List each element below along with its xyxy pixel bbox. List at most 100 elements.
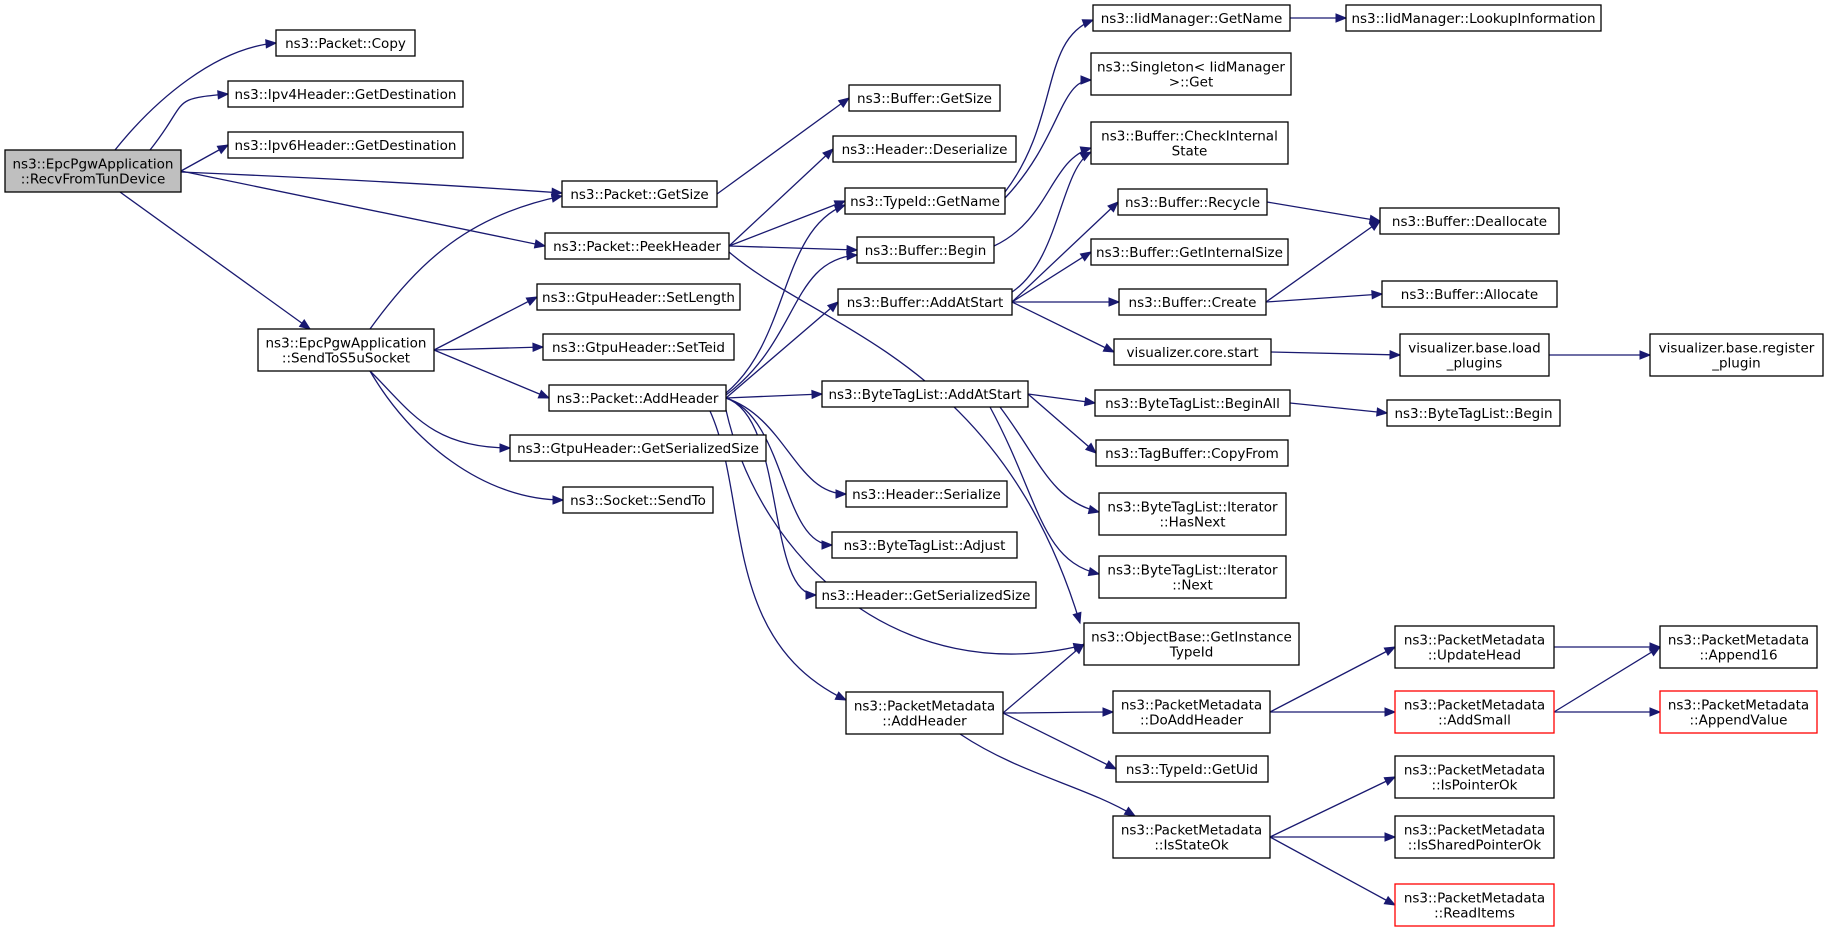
node-label: ::Append16 (1699, 648, 1777, 664)
node-tidname[interactable]: ns3::TypeId::GetName (844, 187, 1006, 215)
node-vizload[interactable]: visualizer.base.load_plugins (1399, 333, 1550, 377)
node-setteid[interactable]: ns3::GtpuHeader::SetTeid (542, 333, 735, 361)
node-box (856, 236, 995, 264)
edge-recv-to-copy (114, 39, 278, 151)
node-box (1379, 207, 1560, 235)
edge-line (725, 254, 858, 396)
edge-line (1011, 251, 1092, 303)
node-pmisshared[interactable]: ns3::PacketMetadata::IsSharedPointerOk (1394, 815, 1555, 859)
node-box (832, 135, 1017, 163)
edge-line (725, 397, 847, 495)
node-tidgetuid[interactable]: ns3::TypeId::GetUid (1115, 755, 1269, 783)
edge-line (1269, 776, 1396, 838)
node-box (509, 434, 767, 462)
edge-line (1011, 301, 1115, 353)
edge-line (728, 200, 846, 247)
node-hdrsersize[interactable]: ns3::Header::GetSerializedSize (815, 581, 1037, 609)
arrow-head (1383, 646, 1397, 657)
node-pmappend16[interactable]: ns3::PacketMetadata::Append16 (1659, 625, 1818, 669)
arrow-head (1072, 643, 1086, 655)
node-box (1092, 4, 1291, 32)
node-pmdoadd[interactable]: ns3::PacketMetadata::DoAddHeader (1112, 690, 1271, 734)
node-hdrdeser[interactable]: ns3::Header::Deserialize (832, 135, 1017, 163)
node-iidlookup[interactable]: ns3::IidManager::LookupInformation (1345, 4, 1602, 32)
node-peek[interactable]: ns3::Packet::PeekHeader (544, 232, 730, 260)
node-label: TypeId (1169, 645, 1214, 661)
node-setlen[interactable]: ns3::GtpuHeader::SetLength (536, 283, 741, 311)
arrow-head (837, 97, 851, 109)
node-btlhasnext[interactable]: ns3::ByteTagList::Iterator::HasNext (1098, 492, 1287, 536)
node-bufalloc[interactable]: ns3::Buffer::Allocate (1381, 280, 1558, 308)
edge-sends5u-to-sendto (369, 370, 565, 505)
node-copy[interactable]: ns3::Packet::Copy (275, 29, 416, 57)
node-pmisstate[interactable]: ns3::PacketMetadata::IsStateOk (1112, 815, 1271, 859)
node-btlbegin[interactable]: ns3::ByteTagList::Begin (1386, 399, 1561, 427)
node-btlnext[interactable]: ns3::ByteTagList::Iterator::Next (1098, 555, 1287, 599)
arrow-head (1383, 895, 1397, 906)
node-iidgetname[interactable]: ns3::IidManager::GetName (1092, 4, 1291, 32)
edge-line (1027, 393, 1097, 454)
node-box (1394, 755, 1555, 799)
node-pmaddsmall[interactable]: ns3::PacketMetadata::AddSmall (1394, 690, 1555, 734)
node-label: >::Get (1169, 75, 1213, 91)
node-recv[interactable]: ns3::EpcPgwApplication::RecvFromTunDevic… (4, 149, 182, 193)
node-bufrecycle[interactable]: ns3::Buffer::Recycle (1117, 188, 1268, 216)
edge-line (1265, 293, 1383, 303)
node-pmupdhead[interactable]: ns3::PacketMetadata::UpdateHead (1394, 625, 1555, 669)
node-label: ns3::IidManager::GetName (1101, 11, 1283, 27)
edge-line (369, 195, 563, 330)
node-btlbeginall[interactable]: ns3::ByteTagList::BeginAll (1094, 389, 1291, 417)
edge-bufaddstart-to-bufcreate (1012, 297, 1121, 307)
node-bufdealloc[interactable]: ns3::Buffer::Deallocate (1379, 207, 1560, 235)
edge-pmaddhdr-to-obgetinst (1002, 643, 1086, 714)
node-box (815, 581, 1037, 609)
edge-line (180, 171, 563, 194)
node-vizstart[interactable]: visualizer.core.start (1113, 338, 1272, 366)
node-label: visualizer.base.load (1408, 341, 1540, 357)
node-pmaddhdr[interactable]: ns3::PacketMetadata::AddHeader (845, 691, 1004, 735)
node-bufbegin[interactable]: ns3::Buffer::Begin (856, 236, 995, 264)
arrow-head (1079, 251, 1093, 262)
node-btladjust[interactable]: ns3::ByteTagList::Adjust (831, 531, 1018, 559)
node-singleton[interactable]: ns3::Singleton< IidManager>::Get (1090, 52, 1292, 96)
node-pmread[interactable]: ns3::PacketMetadata::ReadItems (1394, 883, 1555, 927)
node-bufcreate[interactable]: ns3::Buffer::Create (1118, 288, 1267, 316)
edge-line (433, 296, 538, 351)
node-bufgetint[interactable]: ns3::Buffer::GetInternalSize (1090, 238, 1289, 266)
node-box (845, 480, 1008, 508)
edge-line (114, 42, 277, 151)
edge-btladdstart-to-btlnext (989, 406, 1101, 577)
edge-line (1266, 201, 1381, 222)
node-label: ns3::PacketMetadata (1668, 698, 1809, 714)
node-gtpuser[interactable]: ns3::GtpuHeader::GetSerializedSize (509, 434, 767, 462)
node-pktsize[interactable]: ns3::Packet::GetSize (561, 180, 718, 208)
node-ipv6dst[interactable]: ns3::Ipv6Header::GetDestination (227, 131, 464, 159)
node-bufaddstart[interactable]: ns3::Buffer::AddAtStart (837, 288, 1013, 316)
node-btladdstart[interactable]: ns3::ByteTagList::AddAtStart (821, 380, 1029, 408)
edge-pmisstate-to-pmisshared (1270, 832, 1397, 842)
edge-pmdoadd-to-pmupdhead (1269, 646, 1397, 713)
edge-line (1002, 712, 1117, 770)
node-addhdr[interactable]: ns3::Packet::AddHeader (548, 384, 727, 412)
edge-recv-to-ipv6dst (180, 144, 230, 172)
node-sends5u[interactable]: ns3::EpcPgwApplication::SendToS5uSocket (257, 328, 435, 372)
node-label: ::IsSharedPointerOk (1408, 838, 1542, 854)
node-ipv4dst[interactable]: ns3::Ipv4Header::GetDestination (227, 80, 464, 108)
node-bufsize[interactable]: ns3::Buffer::GetSize (848, 84, 1001, 112)
node-label: ns3::Header::Serialize (852, 487, 1001, 503)
arrow-head (298, 319, 312, 330)
node-pmappendval[interactable]: ns3::PacketMetadata::AppendValue (1659, 690, 1818, 734)
edge-line (1002, 711, 1114, 714)
node-tbcopy[interactable]: ns3::TagBuffer::CopyFrom (1095, 439, 1289, 467)
node-sendto[interactable]: ns3::Socket::SendTo (562, 486, 714, 514)
node-hdrser[interactable]: ns3::Header::Serialize (845, 480, 1008, 508)
node-box (848, 84, 1001, 112)
edge-line (1269, 646, 1396, 713)
node-label: ns3::ByteTagList::Iterator (1107, 500, 1278, 516)
edge-bufaddstart-to-bufgetint (1011, 251, 1093, 303)
node-pmisptr[interactable]: ns3::PacketMetadata::IsPointerOk (1394, 755, 1555, 799)
node-vizreg[interactable]: visualizer.base.register_plugin (1649, 333, 1824, 377)
node-box (1094, 389, 1291, 417)
